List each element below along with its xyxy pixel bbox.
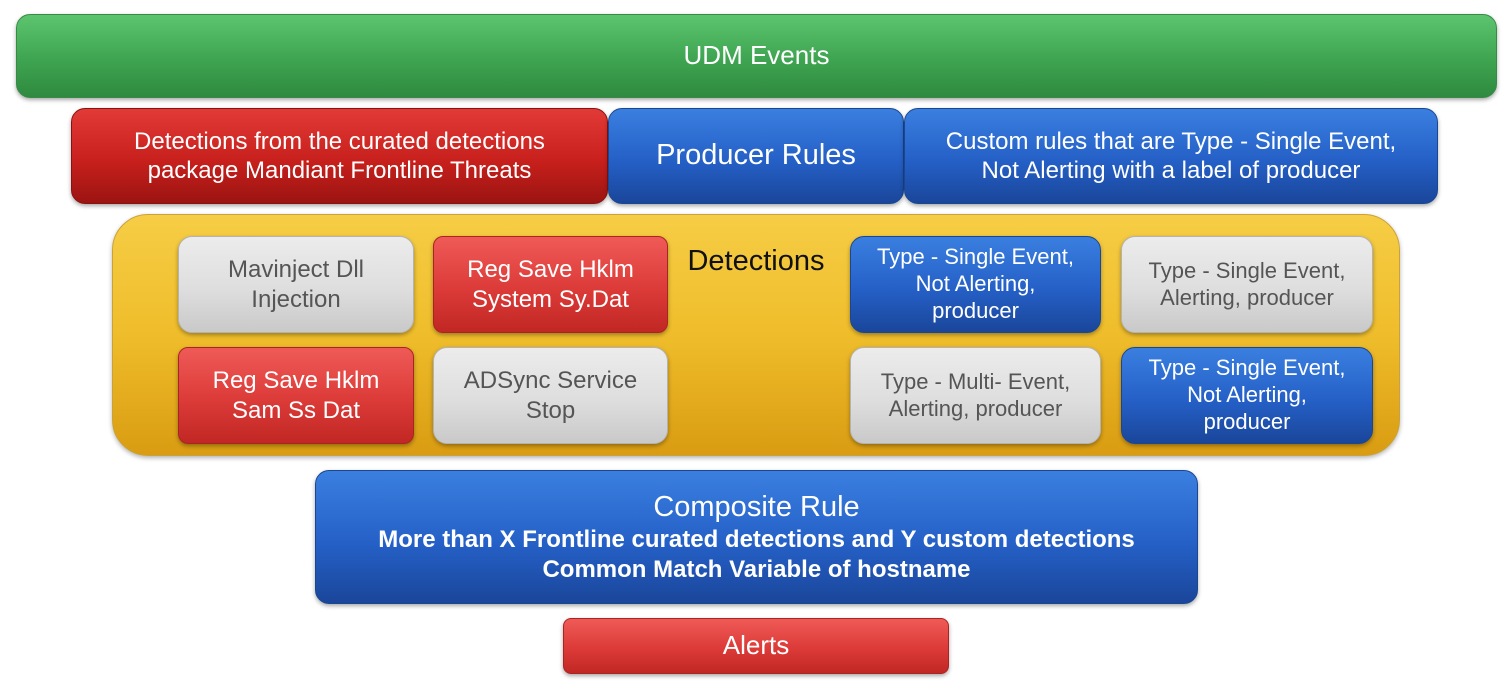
composite-rule-line-2: Common Match Variable of hostname xyxy=(542,556,971,584)
curated-detections-box: Detections from the curated detections p… xyxy=(71,108,608,204)
type-single-not-alerting-1-line-1: Type - Single Event, xyxy=(877,244,1074,270)
reg-save-system-box: Reg Save Hklm System Sy.Dat xyxy=(433,236,668,333)
composite-rule-line-1: More than X Frontline curated detections… xyxy=(378,526,1135,554)
mavinject-dll-injection-box: Mavinject Dll Injection xyxy=(178,236,414,333)
producer-rules-box: Producer Rules xyxy=(608,108,904,204)
composite-rule-box: Composite Rule More than X Frontline cur… xyxy=(315,470,1198,604)
type-single-not-alerting-2-line-3: producer xyxy=(1203,408,1291,434)
type-single-alerting-line-1: Type - Single Event, xyxy=(1148,257,1346,283)
udm-events-box: UDM Events xyxy=(16,14,1497,98)
custom-rules-line-2: Not Alerting with a label of producer xyxy=(981,157,1361,184)
producer-rules-label: Producer Rules xyxy=(656,139,856,172)
mavinject-line-1: Mavinject Dll xyxy=(227,256,365,284)
reg-save-system-line-1: Reg Save Hklm xyxy=(467,256,634,284)
type-multi-alerting-line-2: Alerting, producer xyxy=(888,395,1063,421)
composite-rule-title: Composite Rule xyxy=(653,490,860,523)
reg-save-system-line-2: System Sy.Dat xyxy=(472,285,629,313)
reg-save-sam-box: Reg Save Hklm Sam Ss Dat xyxy=(178,347,414,444)
type-single-not-alerting-1-line-2: Not Alerting, xyxy=(915,271,1036,297)
reg-save-sam-line-1: Reg Save Hklm xyxy=(212,367,380,395)
alerts-box: Alerts xyxy=(563,618,949,674)
type-single-alerting-box: Type - Single Event, Alerting, producer xyxy=(1121,236,1373,333)
custom-rules-box: Custom rules that are Type - Single Even… xyxy=(904,108,1438,204)
mavinject-line-2: Injection xyxy=(251,285,341,313)
type-single-not-alerting-2-line-1: Type - Single Event, xyxy=(1148,355,1346,381)
adsync-line-1: ADSync Service xyxy=(463,367,638,395)
type-single-not-alerting-2-line-2: Not Alerting, xyxy=(1187,382,1307,408)
curated-detections-line-2: package Mandiant Frontline Threats xyxy=(147,157,532,184)
adsync-line-2: Stop xyxy=(525,396,576,424)
type-single-not-alerting-1-line-3: producer xyxy=(932,297,1019,323)
detections-label: Detections xyxy=(687,245,825,277)
reg-save-sam-line-2: Sam Ss Dat xyxy=(231,396,361,424)
type-single-not-alerting-box-2: Type - Single Event, Not Alerting, produ… xyxy=(1121,347,1373,444)
type-single-alerting-line-2: Alerting, producer xyxy=(1160,284,1334,310)
type-multi-alerting-box: Type - Multi- Event, Alerting, producer xyxy=(850,347,1101,444)
type-single-not-alerting-box-1: Type - Single Event, Not Alerting, produ… xyxy=(850,236,1101,333)
custom-rules-line-1: Custom rules that are Type - Single Even… xyxy=(945,127,1397,155)
alerts-label: Alerts xyxy=(722,630,790,661)
udm-events-label: UDM Events xyxy=(683,40,830,71)
type-multi-alerting-line-1: Type - Multi- Event, xyxy=(880,368,1071,394)
adsync-service-stop-box: ADSync Service Stop xyxy=(433,347,668,444)
curated-detections-line-1: Detections from the curated detections xyxy=(134,127,545,155)
